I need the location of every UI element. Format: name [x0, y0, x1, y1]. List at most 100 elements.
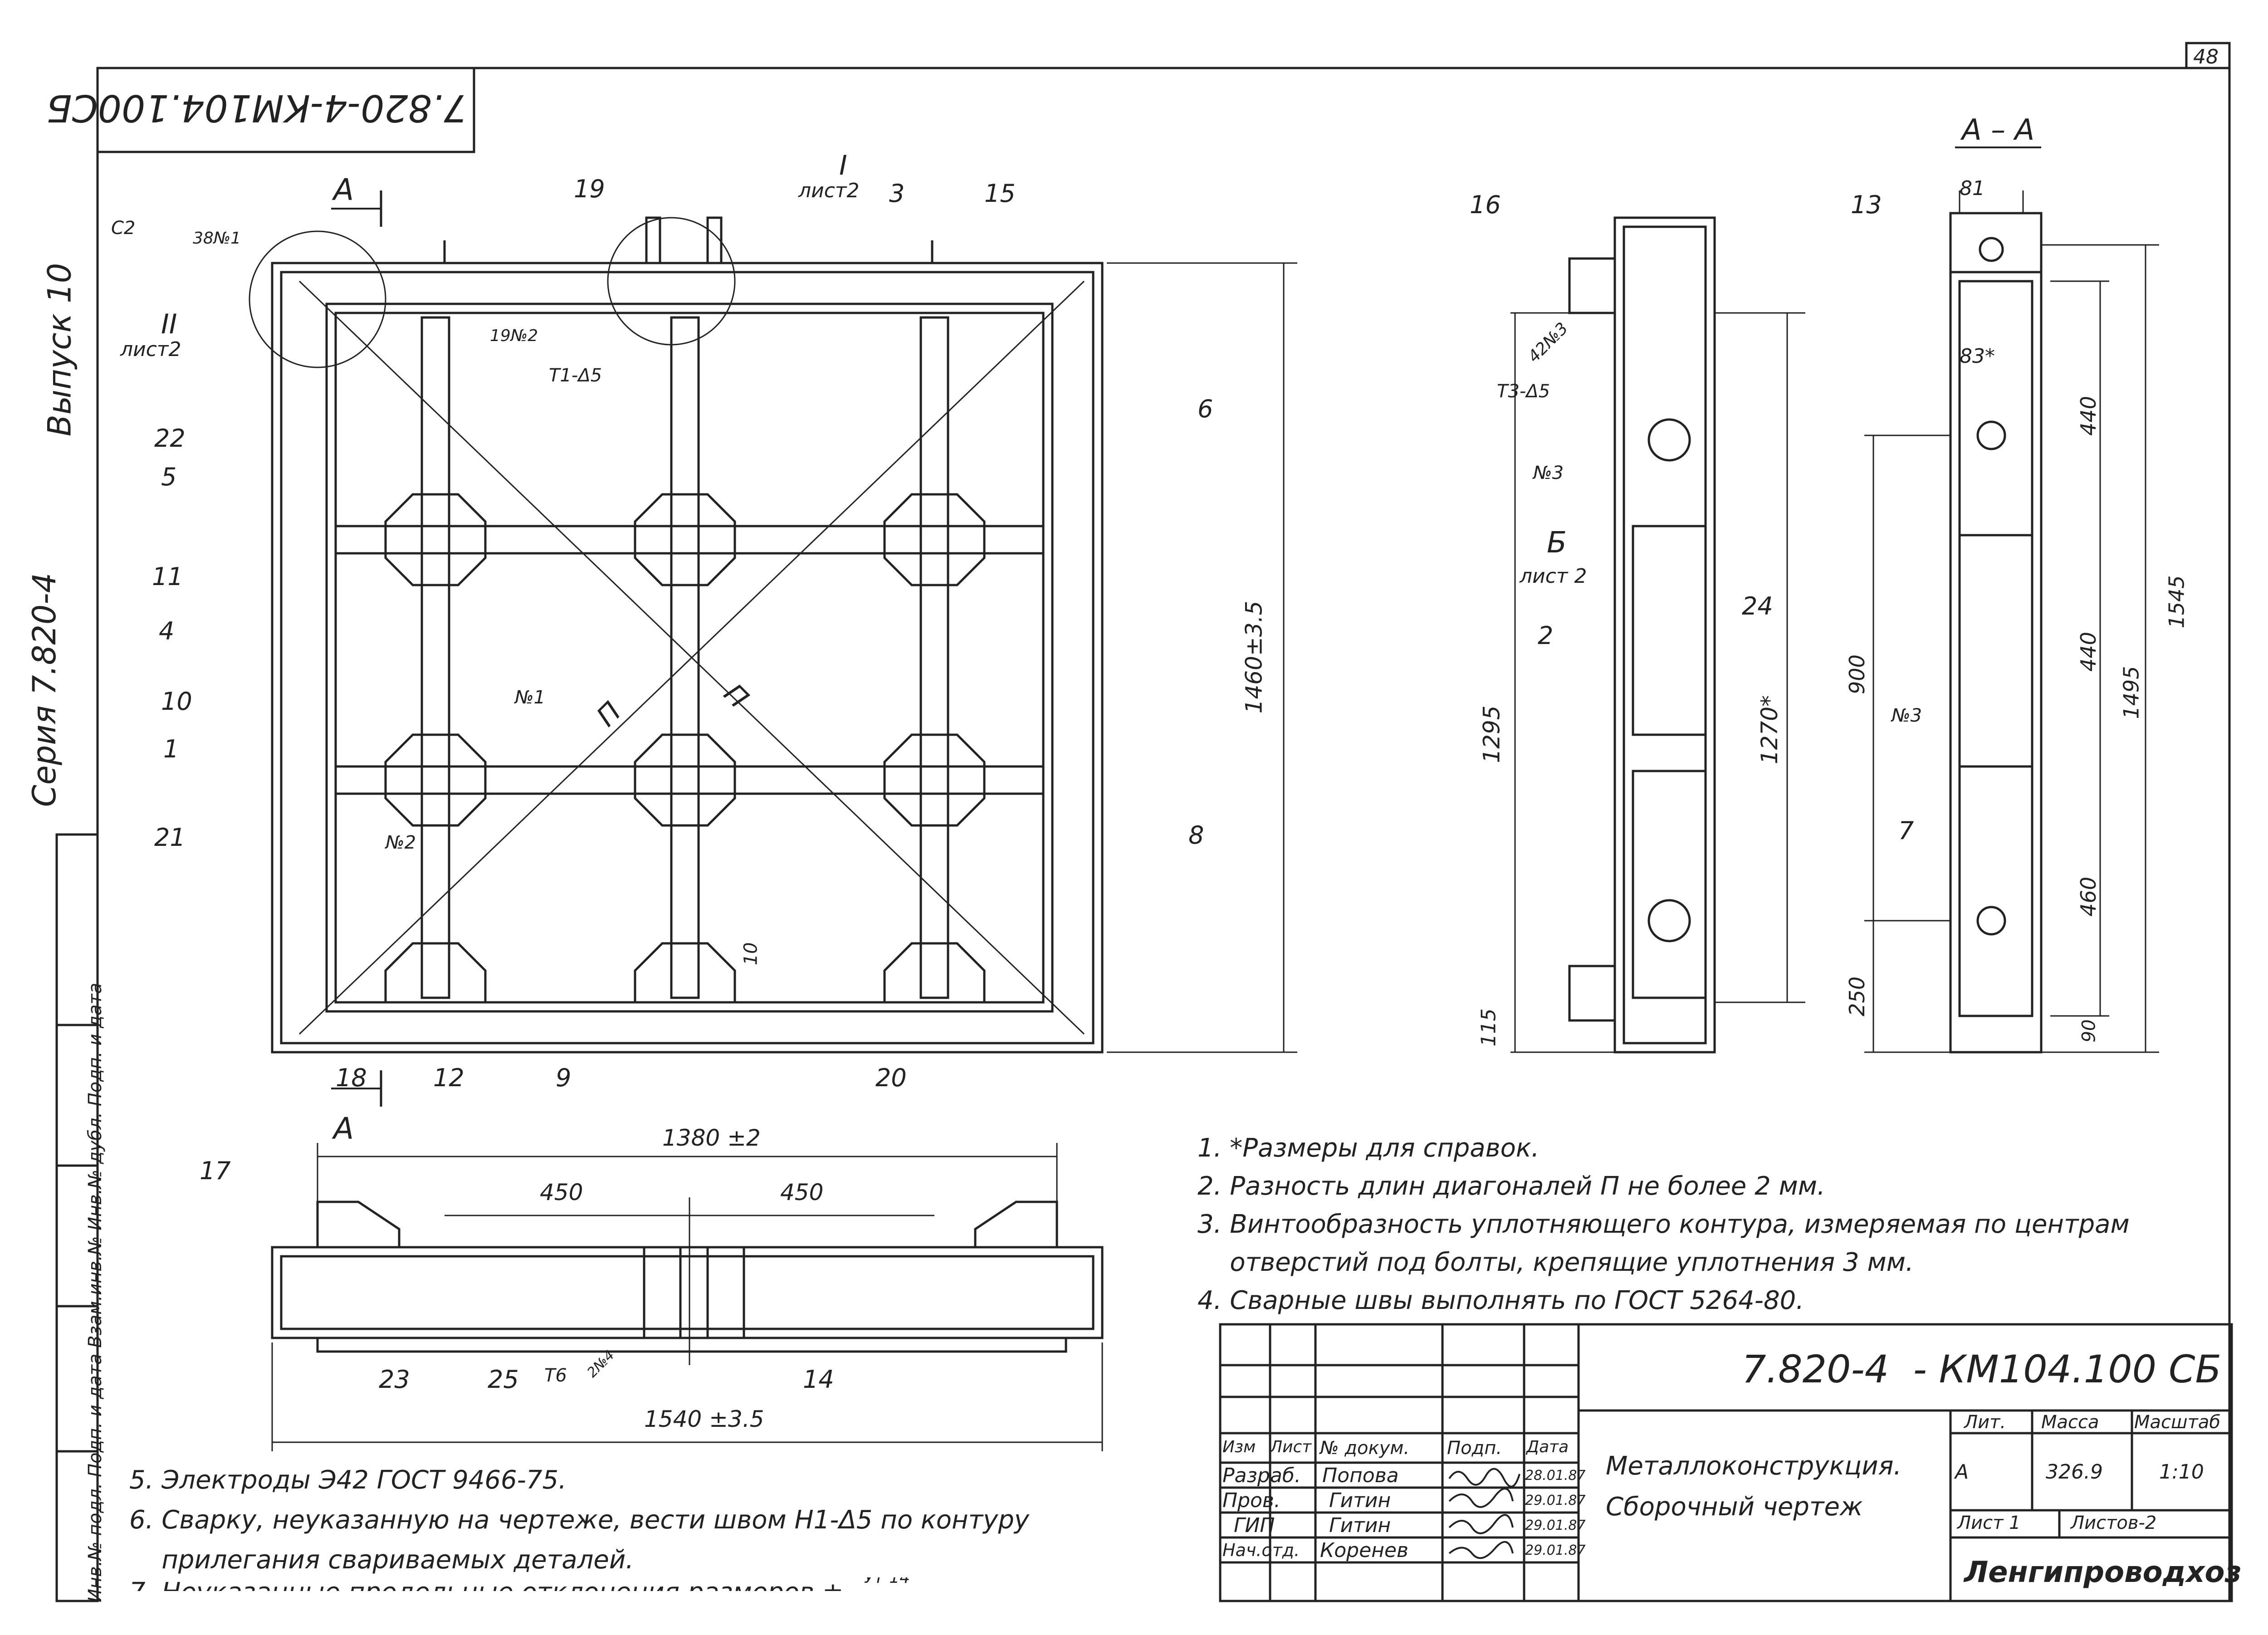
tb-scale-label: Масштаб — [2134, 1412, 2221, 1433]
dim-83: 83* — [1960, 345, 1995, 368]
dim-1295: 1295 — [1478, 705, 1505, 763]
pos-20: 20 — [875, 1064, 907, 1092]
pos-17: 17 — [200, 1157, 231, 1185]
view-b: Б — [1547, 526, 1567, 560]
dim-900: 900 — [1844, 654, 1869, 694]
tb-row-role: ГИП — [1234, 1514, 1275, 1537]
note7-clipped: 7. Неуказанные предельные отклонения раз… — [129, 1577, 946, 1591]
mark-n2: №2 — [386, 832, 416, 853]
note7-fraction: УТ 14 — [864, 1577, 910, 1587]
pos-14: 14 — [803, 1365, 834, 1394]
note-line: 1. *Размеры для справок. — [1198, 1133, 1540, 1163]
tb-sheets-label: Листов-2 — [2071, 1513, 2157, 1533]
note-line: 4. Сварные швы выполнять по ГОСТ 5264-80… — [1198, 1286, 1804, 1315]
tb-row-role: Нач.отд. — [1222, 1540, 1300, 1560]
pos-10: 10 — [161, 687, 192, 716]
weld-c2: C2 — [111, 218, 136, 239]
diagonal — [298, 280, 1085, 1035]
pos-7: 7 — [1898, 816, 1914, 845]
node-plate — [634, 942, 736, 1004]
dim-height: 1460±3.5 — [1241, 600, 1267, 714]
dim-1545: 1545 — [2164, 575, 2189, 629]
tb-designation: 7.820-4 - КМ104.100 СБ — [1742, 1347, 2222, 1391]
note-line: 5. Электроды Э42 ГОСТ 9466-75. — [129, 1465, 567, 1495]
callout-I-sheet: лист2 — [798, 179, 860, 202]
title-block — [1219, 1323, 2233, 1602]
section-aa-title: А – А — [1962, 113, 2035, 147]
dim-1270: 1270* — [1756, 695, 1783, 765]
node-plate — [384, 942, 487, 1004]
pos-18: 18 — [336, 1064, 367, 1092]
dim-440b: 440 — [2076, 632, 2101, 672]
tb-head-izm: Изм — [1222, 1438, 1256, 1456]
pos-3: 3 — [889, 179, 905, 208]
callout-I: I — [839, 150, 847, 181]
issue-label: Выпуск 10 — [41, 263, 78, 437]
callout-II: II — [161, 308, 177, 340]
pos-9: 9 — [556, 1064, 572, 1092]
weld-t1: T1-Δ5 — [549, 365, 602, 386]
bottom-view — [271, 1143, 1104, 1451]
sheet-number-box — [2185, 42, 2231, 69]
pos-1: 1 — [163, 735, 179, 763]
dim-440a: 440 — [2076, 396, 2101, 436]
pos-13: 13 — [1851, 190, 1882, 219]
section-mark-top: А — [333, 172, 354, 207]
outer-frame — [271, 262, 1104, 1054]
sheet-number: 48 — [2193, 45, 2219, 68]
section-n3: №3 — [1892, 705, 1922, 726]
tb-row-role: Пров. — [1222, 1489, 1281, 1512]
main-view — [249, 190, 1297, 1107]
pos-6: 6 — [1198, 395, 1213, 423]
node-plate — [634, 493, 736, 586]
node-plate — [384, 493, 487, 586]
note-line: прилегания свариваемых деталей. — [129, 1545, 634, 1575]
pos-23: 23 — [379, 1365, 410, 1394]
notes-bottom: 5. Электроды Э42 ГОСТ 9466-75. 6. Сварку… — [129, 1460, 1029, 1580]
tb-scale-value: 1:10 — [2159, 1460, 2204, 1484]
tb-head-sign: Подп. — [1447, 1438, 1502, 1459]
pos-24: 24 — [1742, 592, 1773, 620]
tb-row-name: Гитин — [1329, 1514, 1391, 1537]
tb-head-list: Лист — [1270, 1438, 1312, 1456]
tb-row-date: 29.01.87 — [1525, 1493, 1586, 1508]
tb-head-date: Дата — [1526, 1438, 1569, 1456]
note7-text: 7. Неуказанные предельные отклонения раз… — [129, 1577, 844, 1591]
pos-8: 8 — [1188, 821, 1204, 849]
section-aa — [1864, 146, 2159, 1054]
tb-lit-value: А — [1955, 1460, 1969, 1484]
tb-row-name: Попова — [1322, 1464, 1399, 1487]
pos-22: 22 — [154, 424, 186, 453]
side-stamp — [55, 833, 99, 1602]
tb-lit-label: Лит. — [1964, 1412, 2006, 1433]
dim-450a: 450 — [540, 1179, 583, 1206]
side-stamp-text: Инв.№ подл. Подп. и дата Взам.инв.№ Инв.… — [85, 982, 106, 1602]
pos-12: 12 — [433, 1064, 464, 1092]
tb-mass-label: Масса — [2041, 1412, 2099, 1433]
dim-90: 90 — [2078, 1019, 2100, 1043]
pos-2: 2 — [1538, 621, 1554, 650]
pos-25: 25 — [488, 1365, 519, 1394]
series-label: Серия 7.820-4 — [26, 572, 64, 807]
side-n3: №3 — [1533, 463, 1564, 483]
dim-1495: 1495 — [2119, 666, 2144, 719]
tb-organization: Ленгипроводхоз — [1964, 1556, 2242, 1589]
weld-t6: T6 — [544, 1365, 567, 1386]
rotated-sheet-code: 7.820-4-КМ104.100СБ — [46, 86, 467, 129]
mark-n1: №1 — [515, 687, 546, 708]
dim-1380: 1380 ±2 — [662, 1125, 761, 1151]
inner-frame — [325, 303, 1054, 1013]
pos-4: 4 — [159, 617, 175, 645]
notes-top: 1. *Размеры для справок. 2. Разность дли… — [1198, 1129, 2130, 1320]
tb-row-date: 29.01.87 — [1525, 1542, 1586, 1558]
tb-row-name: Коренев — [1320, 1539, 1408, 1562]
note-line: 3. Винтообразность уплотняющего контура,… — [1198, 1210, 2130, 1239]
node-plate — [883, 733, 986, 827]
tb-mass-value: 326.9 — [2046, 1460, 2103, 1484]
note-line: 6. Сварку, неуказанную на чертеже, вести… — [129, 1505, 1030, 1535]
pos-21: 21 — [154, 823, 186, 852]
note-line: отверстий под болты, крепящие уплотнения… — [1198, 1248, 1914, 1277]
note-line: 2. Разность длин диагоналей П не более 2… — [1198, 1171, 1825, 1201]
dim-460: 460 — [2076, 877, 2101, 917]
